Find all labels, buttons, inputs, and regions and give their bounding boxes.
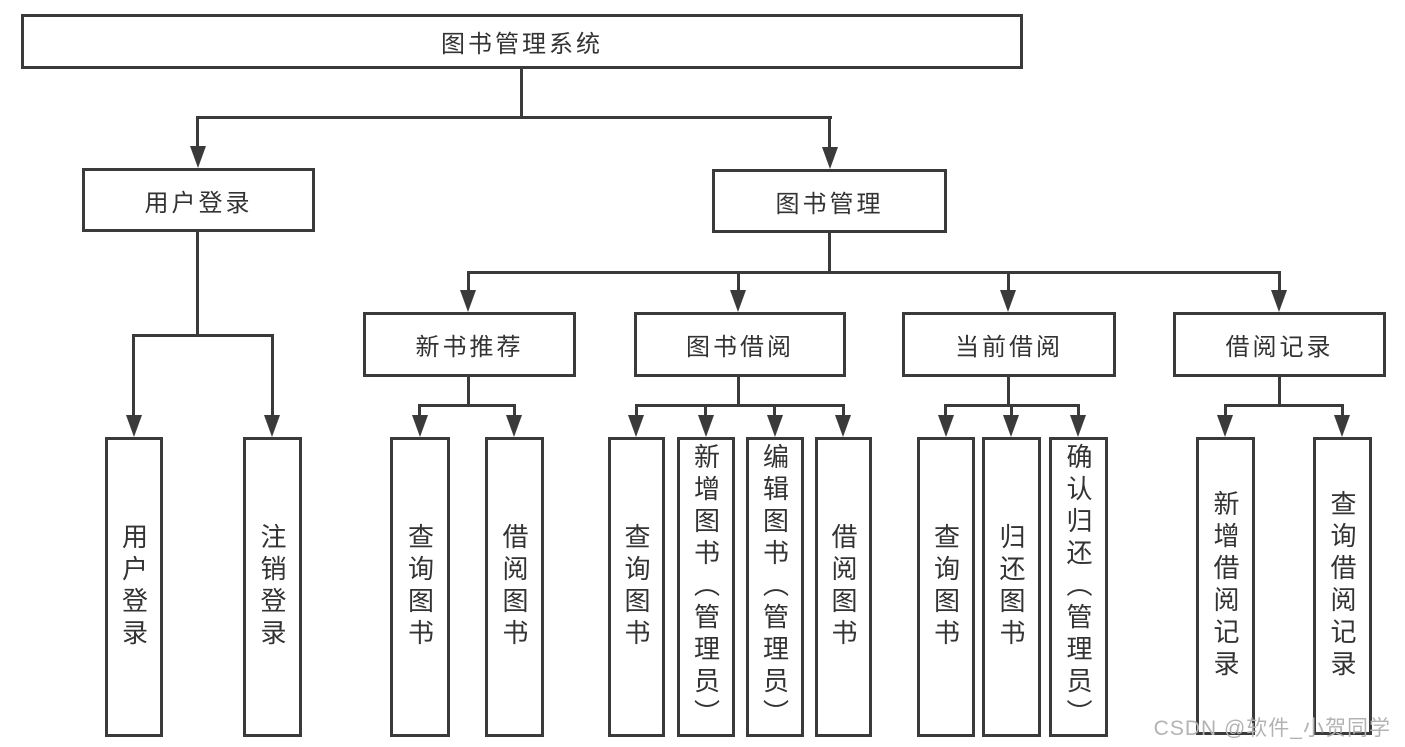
connector-to-book-management bbox=[828, 116, 831, 149]
connector-to-leaf bbox=[271, 334, 274, 417]
arrowhead-down-icon bbox=[1003, 415, 1019, 437]
leaf-query-books-recommend: 查询图书 bbox=[390, 437, 450, 737]
connector-root-stem bbox=[520, 69, 523, 119]
node-current-borrow: 当前借阅 bbox=[902, 312, 1116, 377]
arrowhead-down-icon bbox=[412, 415, 428, 437]
node-new-book-recommend: 新书推荐 bbox=[363, 312, 576, 377]
node-book-borrow: 图书借阅 bbox=[634, 312, 846, 377]
arrowhead-down-icon bbox=[460, 290, 476, 312]
connector-crossbar bbox=[635, 404, 845, 407]
leaf-confirm-return-admin: 确认归还（管理员） bbox=[1049, 437, 1108, 737]
leaf-return-books: 归还图书 bbox=[982, 437, 1041, 737]
arrowhead-down-icon bbox=[628, 415, 644, 437]
arrowhead-down-icon bbox=[1334, 415, 1350, 437]
arrowhead-down-icon bbox=[1271, 290, 1287, 312]
connector-user-login-stem bbox=[196, 232, 199, 337]
leaf-edit-books-admin: 编辑图书（管理员） bbox=[746, 437, 804, 737]
leaf-query-books-current: 查询图书 bbox=[917, 437, 975, 737]
leaf-borrow-books: 借阅图书 bbox=[815, 437, 872, 737]
connector-to-leaf bbox=[1010, 404, 1013, 418]
leaf-add-books-admin: 新增图书（管理员） bbox=[677, 437, 735, 737]
leaf-add-borrow-record: 新增借阅记录 bbox=[1196, 437, 1255, 735]
arrowhead-down-icon bbox=[767, 415, 783, 437]
connector-to-leaf bbox=[842, 404, 845, 418]
node-user-login: 用户登录 bbox=[82, 168, 315, 232]
connector-to-leaf bbox=[635, 404, 638, 418]
arrowhead-down-icon bbox=[126, 415, 142, 437]
connector-stem bbox=[467, 377, 470, 407]
connector-crossbar bbox=[418, 404, 516, 407]
leaf-query-borrow-record: 查询借阅记录 bbox=[1313, 437, 1372, 735]
arrowhead-down-icon bbox=[506, 415, 522, 437]
connector-to-user-login bbox=[196, 116, 199, 148]
node-borrow-records: 借阅记录 bbox=[1173, 312, 1386, 377]
leaf-borrow-books-recommend: 借阅图书 bbox=[485, 437, 544, 737]
arrowhead-down-icon bbox=[264, 415, 280, 437]
connector-to-leaf bbox=[944, 404, 947, 418]
arrowhead-down-icon bbox=[1217, 415, 1233, 437]
connector-to-borrow-records bbox=[1278, 271, 1281, 292]
arrowhead-down-icon bbox=[1070, 415, 1086, 437]
connector-to-leaf bbox=[513, 404, 516, 418]
connector-stem bbox=[1007, 377, 1010, 407]
connector-crossbar bbox=[1224, 404, 1344, 407]
csdn-watermark: CSDN @软件_小贺同学 bbox=[1153, 717, 1391, 740]
connector-to-leaf bbox=[773, 404, 776, 418]
connector-to-current-borrow bbox=[1007, 271, 1010, 292]
connector-to-new-book bbox=[467, 271, 470, 292]
connector-stem bbox=[1278, 377, 1281, 407]
connector-stem bbox=[737, 377, 740, 407]
leaf-query-books-borrow: 查询图书 bbox=[608, 437, 665, 737]
arrowhead-down-icon bbox=[835, 415, 851, 437]
node-book-management: 图书管理 bbox=[712, 169, 947, 233]
arrowhead-down-icon bbox=[1000, 290, 1016, 312]
connector-to-book-borrow bbox=[737, 271, 740, 292]
connector-book-mgmt-stem bbox=[828, 233, 831, 274]
connector-to-leaf bbox=[1224, 404, 1227, 418]
arrowhead-down-icon bbox=[822, 147, 838, 169]
connector-to-leaf bbox=[1341, 404, 1344, 418]
connector-book-mgmt-crossbar bbox=[467, 271, 1281, 274]
arrowhead-down-icon bbox=[730, 290, 746, 312]
arrowhead-down-icon bbox=[698, 415, 714, 437]
connector-to-leaf bbox=[1077, 404, 1080, 418]
leaf-user-login: 用户登录 bbox=[105, 437, 163, 737]
connector-user-login-crossbar bbox=[132, 334, 274, 337]
arrowhead-down-icon bbox=[190, 146, 206, 168]
leaf-logout: 注销登录 bbox=[243, 437, 302, 737]
arrowhead-down-icon bbox=[938, 415, 954, 437]
connector-root-crossbar bbox=[196, 116, 832, 119]
connector-to-leaf bbox=[132, 334, 135, 417]
connector-to-leaf bbox=[418, 404, 421, 418]
connector-to-leaf bbox=[704, 404, 707, 418]
node-root-library-system: 图书管理系统 bbox=[21, 14, 1023, 69]
